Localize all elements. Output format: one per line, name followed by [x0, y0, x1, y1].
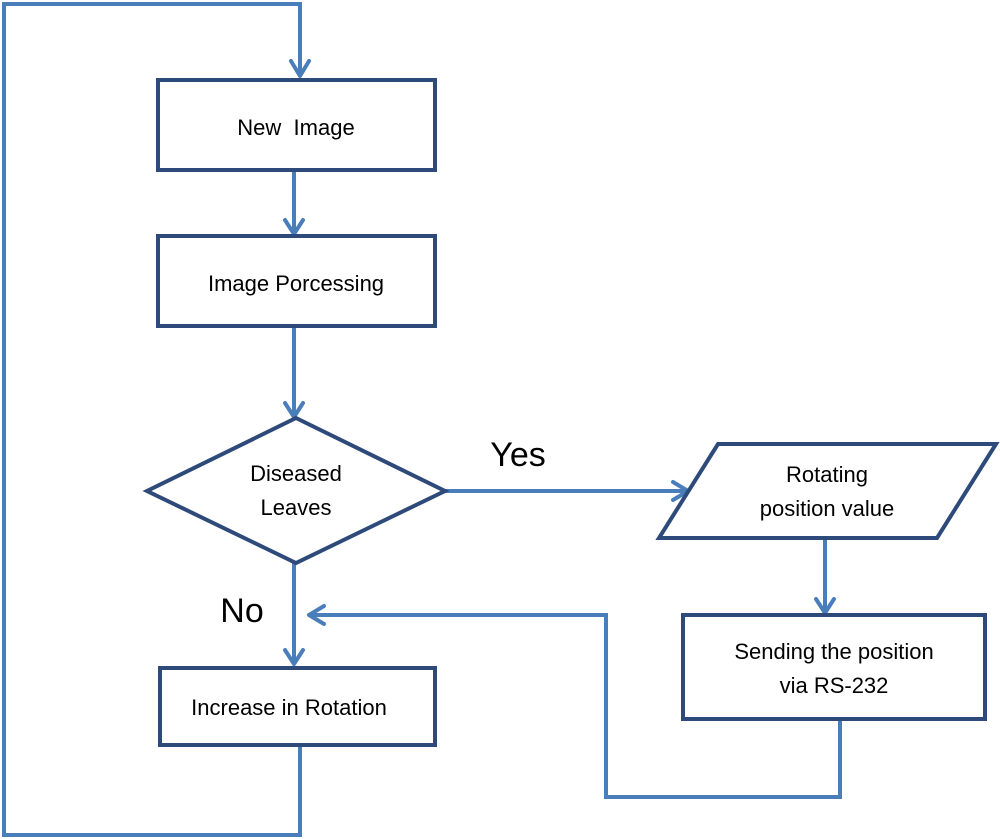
sending-label-line2: via RS-232 — [780, 673, 889, 698]
no-label: No — [220, 592, 263, 630]
rotating-label-line2: position value — [760, 496, 895, 521]
arrowhead-into-new-image — [289, 59, 311, 78]
arrowhead-return-into-no-branch — [307, 604, 326, 626]
decision-label-line2: Leaves — [261, 495, 332, 520]
increase-rotation-label: Increase in Rotation — [191, 695, 387, 720]
sending-label-line1: Sending the position — [734, 639, 933, 664]
yes-label: Yes — [490, 436, 545, 474]
image-processing-label: Image Porcessing — [208, 271, 384, 296]
loop-back-connector — [2, 2, 302, 837]
new-image-box — [156, 78, 437, 172]
new-image-label: New Image — [237, 115, 354, 140]
rotating-position-value-box — [655, 442, 1000, 540]
decision-label-line1: Diseased — [250, 461, 342, 486]
diseased-leaves-decision — [142, 415, 450, 566]
image-processing-box — [156, 234, 437, 328]
connector-sending-return — [312, 613, 842, 799]
sending-position-box — [681, 613, 987, 721]
arrowhead-into-increase — [283, 648, 305, 666]
increase-rotation-box — [158, 666, 437, 747]
rotating-label-line1: Rotating — [786, 462, 868, 487]
